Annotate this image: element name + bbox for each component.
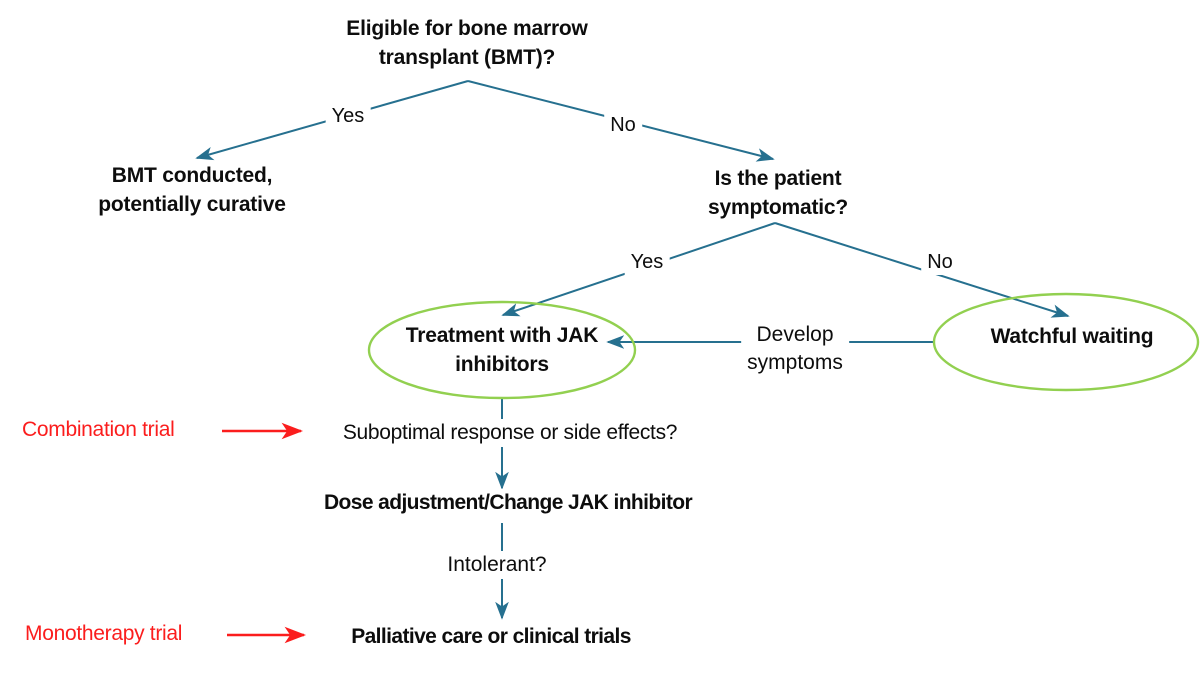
node-jak-treatment-line2: inhibitors [455,353,549,376]
node-root-question: Eligible for bone marrow transplant (BMT… [346,14,588,72]
node-root-question-line2: transplant (BMT)? [378,46,556,69]
node-jak-treatment-line1: Treatment with JAK [405,324,599,347]
edge-develop-symptoms: Develop symptoms [741,320,849,378]
branch2-yes-label: Yes [624,249,670,275]
node-jak-treatment: Treatment with JAK inhibitors [405,321,599,379]
branch2-no-label: No [921,249,959,275]
node-palliative-care: Palliative care or clinical trials [345,623,637,651]
node-bmt-conducted: BMT conducted, potentially curative [98,161,286,219]
node-symptomatic-question-line1: Is the patient [714,167,842,190]
annotation-combination-trial: Combination trial [22,418,175,441]
node-symptomatic-question: Is the patient symptomatic? [708,164,848,222]
node-intolerant: Intolerant? [441,551,553,579]
branch1-no-label: No [604,112,642,138]
jak-treatment-ellipse [367,300,637,400]
node-root-question-line1: Eligible for bone marrow [346,17,588,40]
node-suboptimal-response: Suboptimal response or side effects? [336,419,684,447]
node-symptomatic-question-line2: symptomatic? [708,196,848,219]
edge-develop-symptoms-line2: symptoms [747,351,843,374]
node-dose-adjustment: Dose adjustment/Change JAK inhibitor [317,489,699,517]
node-watchful-waiting: Watchful waiting [990,325,1154,348]
annotation-monotherapy-trial: Monotherapy trial [25,622,183,645]
branch1-yes-label: Yes [325,103,371,129]
edge-develop-symptoms-line1: Develop [756,323,834,346]
watchful-waiting-ellipse [932,292,1200,392]
node-bmt-conducted-line2: potentially curative [98,193,286,216]
node-bmt-conducted-line1: BMT conducted, [111,164,273,187]
